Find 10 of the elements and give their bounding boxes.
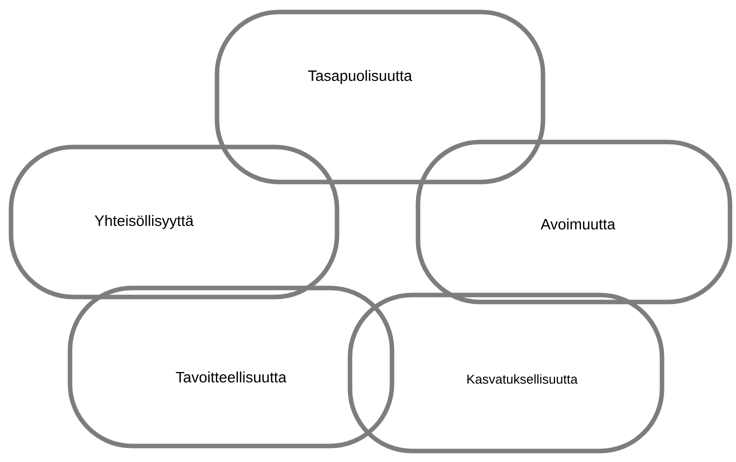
rounded-blob	[416, 140, 732, 304]
blob-label: Tasapuolisuutta	[308, 70, 412, 84]
blob-label: Tavoitteellisuutta	[176, 371, 286, 382]
rounded-blob	[68, 286, 394, 448]
blob-label: Yhteisöllisyyttä	[94, 215, 194, 229]
rounded-blob	[8, 144, 340, 300]
blob-label: Avoimuutta	[540, 218, 616, 230]
rounded-blob	[348, 292, 664, 454]
rounded-blob	[214, 10, 546, 184]
blob-label: Kasvatuksellisuutta	[467, 374, 578, 384]
